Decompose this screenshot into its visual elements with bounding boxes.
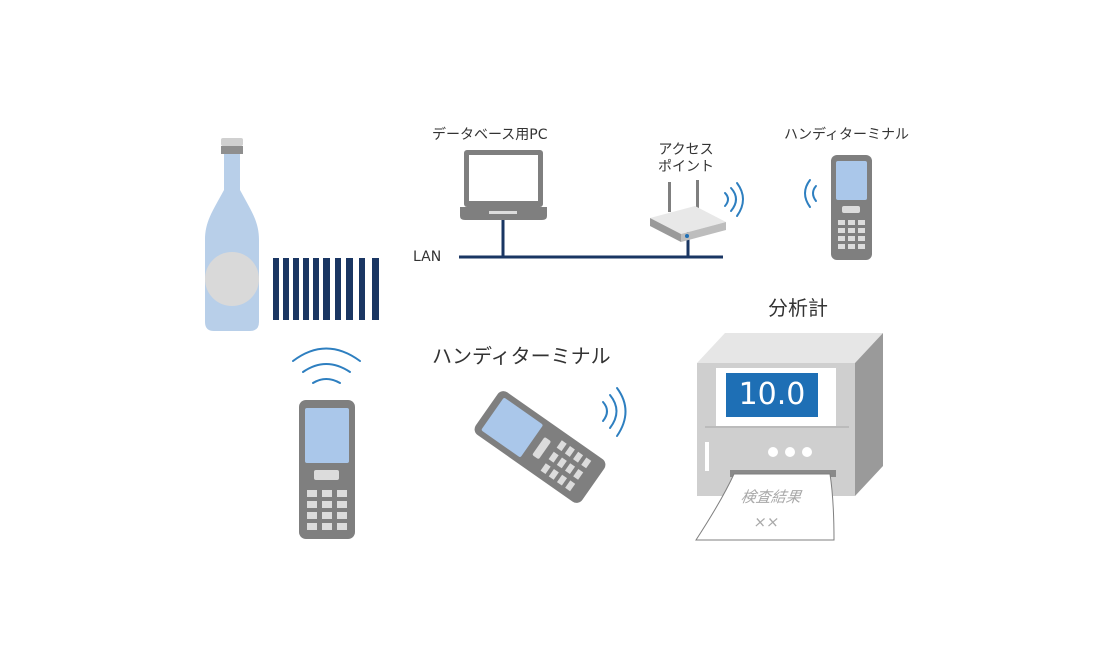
signal-icon bbox=[602, 387, 627, 437]
handy-terminal-top-label: ハンディターミナル bbox=[784, 127, 910, 143]
analyzer-display-value: 10.0 bbox=[738, 377, 806, 412]
bottle-icon bbox=[205, 138, 259, 331]
access-point-label-line1: アクセス bbox=[658, 142, 714, 158]
database-pc-label: データベース用PC bbox=[432, 127, 548, 143]
laptop-icon bbox=[460, 150, 547, 220]
handy-terminal-icon bbox=[299, 400, 355, 539]
printout-icon bbox=[695, 473, 835, 541]
handy-terminal-icon bbox=[474, 391, 606, 503]
router-icon bbox=[650, 180, 726, 242]
barcode-icon bbox=[273, 258, 379, 320]
printout-title: 検査結果 bbox=[739, 488, 803, 506]
signal-icon bbox=[724, 182, 744, 217]
analyzer-label: 分析計 bbox=[768, 296, 828, 320]
handy-terminal-icon bbox=[831, 155, 872, 260]
lan-label: LAN bbox=[413, 249, 442, 265]
access-point-label-line2: ポイント bbox=[658, 159, 714, 175]
analyzer-icon bbox=[697, 333, 883, 496]
printout-value: ×× bbox=[752, 513, 781, 531]
signal-icon bbox=[292, 347, 361, 384]
signal-icon bbox=[804, 179, 817, 208]
handy-terminal-middle-label: ハンディターミナル bbox=[432, 344, 611, 368]
